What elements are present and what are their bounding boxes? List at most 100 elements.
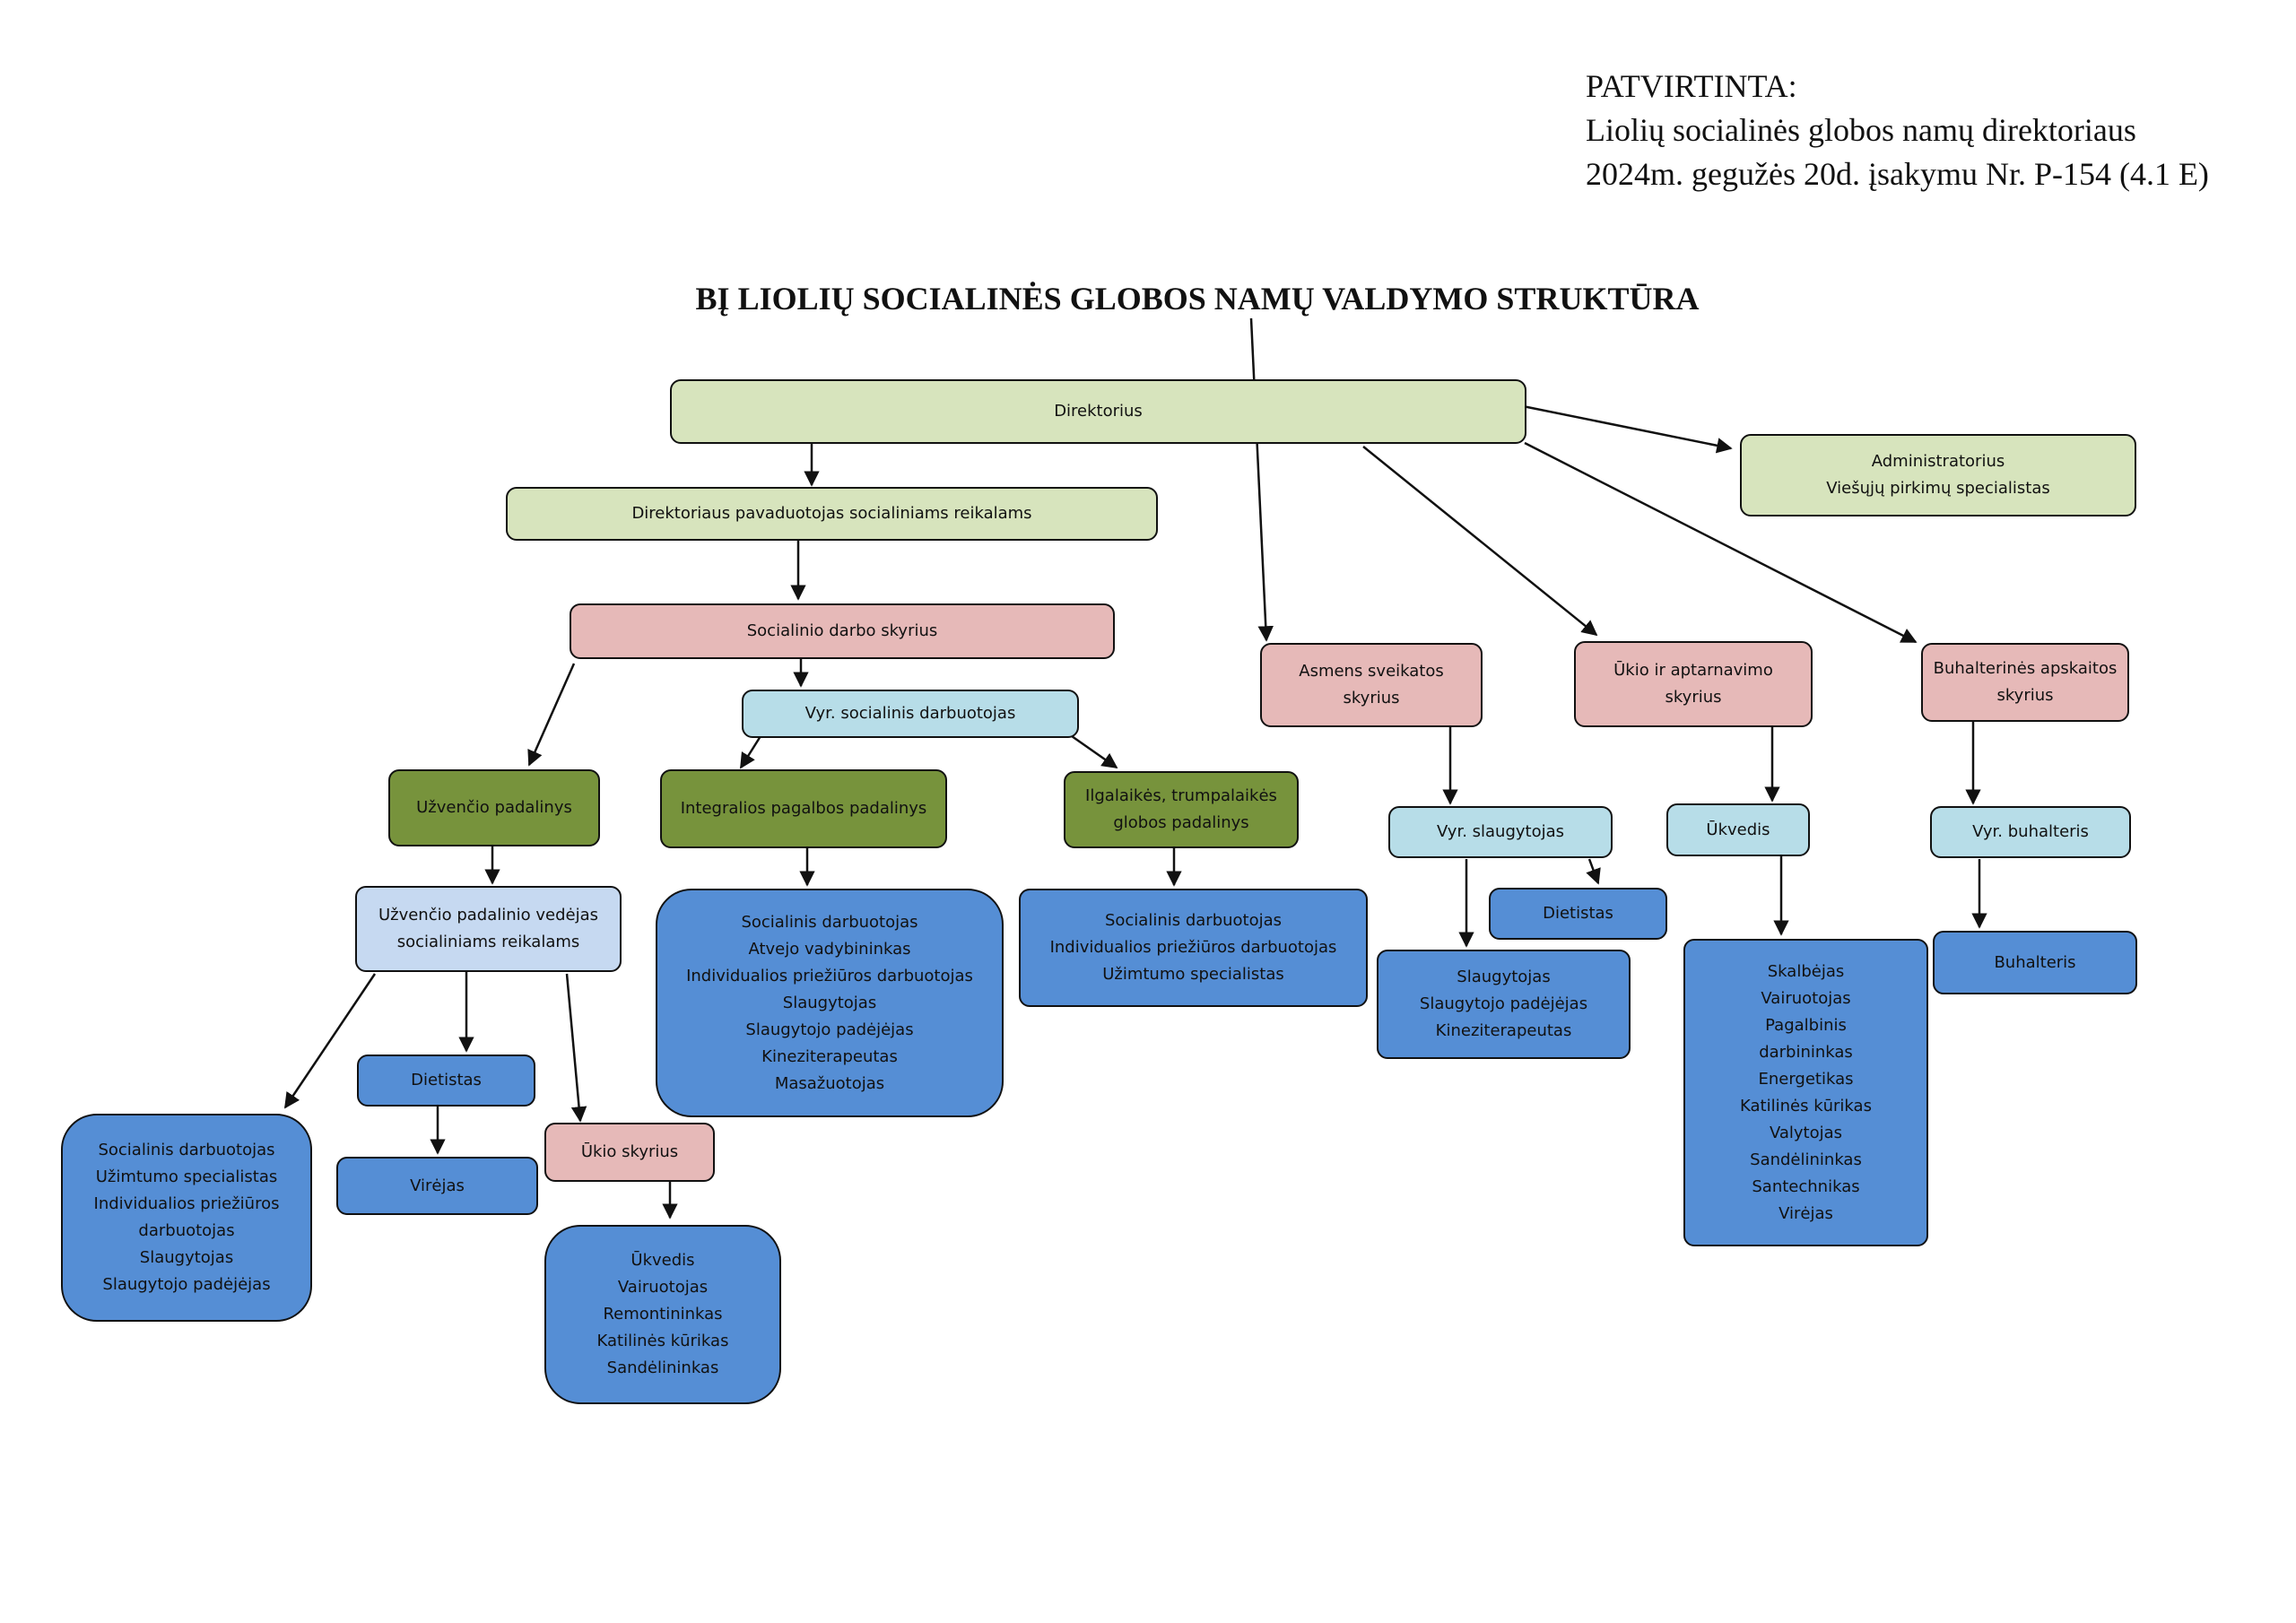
box-label: Katilinės kūrikas	[596, 1332, 729, 1350]
page-title: BĮ LIOLIŲ SOCIALINĖS GLOBOS NAMŲ VALDYMO…	[695, 281, 1700, 317]
dietistas-uzvencio-box: Dietistas	[357, 1055, 535, 1107]
box-label: skyrius	[1343, 689, 1400, 707]
approval-line: 2024m. gegužės 20d. įsakymu Nr. P-154 (4…	[1586, 156, 2209, 192]
link-vedejas-uzvencio-staff	[283, 973, 377, 1109]
buhalterines-box: Buhalterinės apskaitos skyrius	[1921, 643, 2129, 722]
box-label: Direktoriaus pavaduotojas socialiniams r…	[631, 504, 1032, 523]
box-label: Užvenčio padalinio vedėjas	[378, 906, 599, 924]
link-direktorius-ukio	[1362, 446, 1598, 637]
box-label: darbuotojas	[138, 1221, 235, 1240]
box-label: Santechnikas	[1752, 1176, 1860, 1196]
link-vedejas-ukio-skyrius	[565, 973, 587, 1123]
uzvencio-padalinys-box: Užvenčio padalinys	[388, 769, 600, 846]
box-label: Individualios priežiūros darbuotojas	[1049, 938, 1337, 957]
box-label: darbininkas	[1759, 1042, 1853, 1062]
box-label: Ūkvedis	[631, 1251, 695, 1270]
box-label: Slaugytojas	[1457, 968, 1551, 986]
box-label: Integralios pagalbos padalinys	[680, 799, 927, 818]
box-label: Ūkio ir aptarnavimo	[1613, 661, 1773, 680]
box-label: Slaugytojas	[782, 993, 877, 1012]
box-label: Vairuotojas	[617, 1278, 709, 1297]
integralios-padalinys-box: Integralios pagalbos padalinys	[660, 769, 947, 848]
link-direktorius-asmens-sveikatos	[1249, 317, 1274, 642]
box-label: Slaugytojas	[139, 1248, 234, 1267]
box-label: Individualios priežiūros	[93, 1194, 280, 1213]
link-direktorius-administratorius	[1522, 404, 1733, 454]
box-label: Vyr. buhalteris	[1972, 822, 2089, 841]
box-label: Virėjas	[1779, 1203, 1833, 1223]
box-label: Socialinis darbuotojas	[741, 912, 918, 932]
link-vyr-soc-ilgalaikes	[1071, 734, 1118, 769]
box-label: Individualios priežiūros darbuotojas	[686, 966, 973, 985]
box-label: Direktorius	[1054, 402, 1143, 421]
box-label: Vairuotojas	[1761, 988, 1851, 1008]
box-label: Užvenčio padalinys	[416, 798, 572, 817]
box-label: Katilinės kūrikas	[1740, 1096, 1872, 1115]
box-label: Kineziterapeutas	[1435, 1021, 1572, 1040]
box-label: skyrius	[1665, 688, 1722, 707]
box-label: Slaugytojo padėjėjas	[1419, 994, 1588, 1013]
box-label: Administratorius	[1871, 452, 2005, 471]
box-label: Sandėlininkas	[606, 1358, 719, 1377]
box-label: Vyr. socialinis darbuotojas	[804, 704, 1016, 723]
soc-darbo-skyrius-box: Socialinio darbo skyrius	[570, 603, 1115, 659]
uzvencio-vedejas-box: Užvenčio padalinio vedėjas socialiniams r…	[355, 886, 622, 972]
direktorius-box: Direktorius	[670, 379, 1526, 444]
box-label: Ilgalaikės, trumpalaikės	[1085, 786, 1277, 805]
approval-note: PATVIRTINTA: Liolių socialinės globos na…	[1586, 65, 2209, 196]
vyr-slaugytojas-box: Vyr. slaugytojas	[1388, 806, 1613, 858]
box-label: Slaugytojo padėjėjas	[745, 1020, 914, 1039]
box-label: Socialinis darbuotojas	[98, 1141, 275, 1159]
box-label: Buhalterinės apskaitos	[1933, 659, 2118, 678]
box-label: Valytojas	[1769, 1123, 1843, 1142]
link-vyr-slaugytojas-dietistas	[1586, 858, 1601, 885]
approval-line: PATVIRTINTA:	[1586, 68, 1797, 104]
box-label: Užimtumo specialistas	[95, 1167, 278, 1186]
box-label: Viešųjų pirkimų specialistas	[1826, 479, 2050, 498]
vyr-soc-darbuotojas-box: Vyr. socialinis darbuotojas	[742, 690, 1079, 738]
link-soc-darbo-uzvencio	[527, 663, 576, 767]
buhalteris-box: Buhalteris	[1933, 931, 2137, 994]
link-direktorius-buhalterines	[1524, 441, 1918, 644]
box-label: Skalbėjas	[1767, 961, 1845, 981]
box-label: Ūkvedis	[1706, 820, 1770, 839]
box-label: Masažuotojas	[774, 1073, 885, 1093]
box-label: Sandėlininkas	[1750, 1150, 1862, 1169]
dietistas-sveikatos-box: Dietistas	[1489, 888, 1667, 940]
pavaduotojas-box: Direktoriaus pavaduotojas socialiniams r…	[506, 487, 1158, 541]
box-label: socialiniams reikalams	[396, 933, 580, 951]
box-label: Kineziterapeutas	[761, 1046, 898, 1066]
box-label: Atvejo vadybininkas	[748, 939, 911, 959]
box-label: skyrius	[1996, 686, 2054, 705]
box-label: Vyr. slaugytojas	[1436, 822, 1565, 841]
box-label: Socialinis darbuotojas	[1104, 911, 1283, 930]
box-label: Dietistas	[411, 1071, 482, 1089]
box-label: Dietistas	[1543, 904, 1613, 923]
box-label: Užimtumo specialistas	[1102, 965, 1284, 984]
box-label: Energetikas	[1758, 1069, 1854, 1089]
box-label: Remontininkas	[603, 1305, 723, 1324]
virejas-box: Virėjas	[336, 1157, 538, 1215]
box-label: Virėjas	[410, 1176, 465, 1195]
box-label: Ūkio skyrius	[580, 1142, 679, 1161]
box-label: Slaugytojo padėjėjas	[102, 1275, 271, 1294]
asmens-sveikatos-box: Asmens sveikatos skyrius	[1260, 643, 1483, 727]
box-label: Asmens sveikatos	[1299, 662, 1444, 681]
approval-line: Liolių socialinės globos namų direktoria…	[1586, 112, 2136, 148]
ukvedis-head-box: Ūkvedis	[1666, 803, 1810, 856]
box-label: Socialinio darbo skyrius	[746, 621, 938, 640]
ukio-skyrius-box: Ūkio skyrius	[544, 1123, 715, 1182]
vyr-buhalteris-box: Vyr. buhalteris	[1930, 806, 2131, 858]
box-label: Buhalteris	[1994, 952, 2076, 972]
box-label: Pagalbinis	[1765, 1015, 1847, 1035]
ukio-aptarnavimo-box: Ūkio ir aptarnavimo skyrius	[1574, 641, 1813, 727]
